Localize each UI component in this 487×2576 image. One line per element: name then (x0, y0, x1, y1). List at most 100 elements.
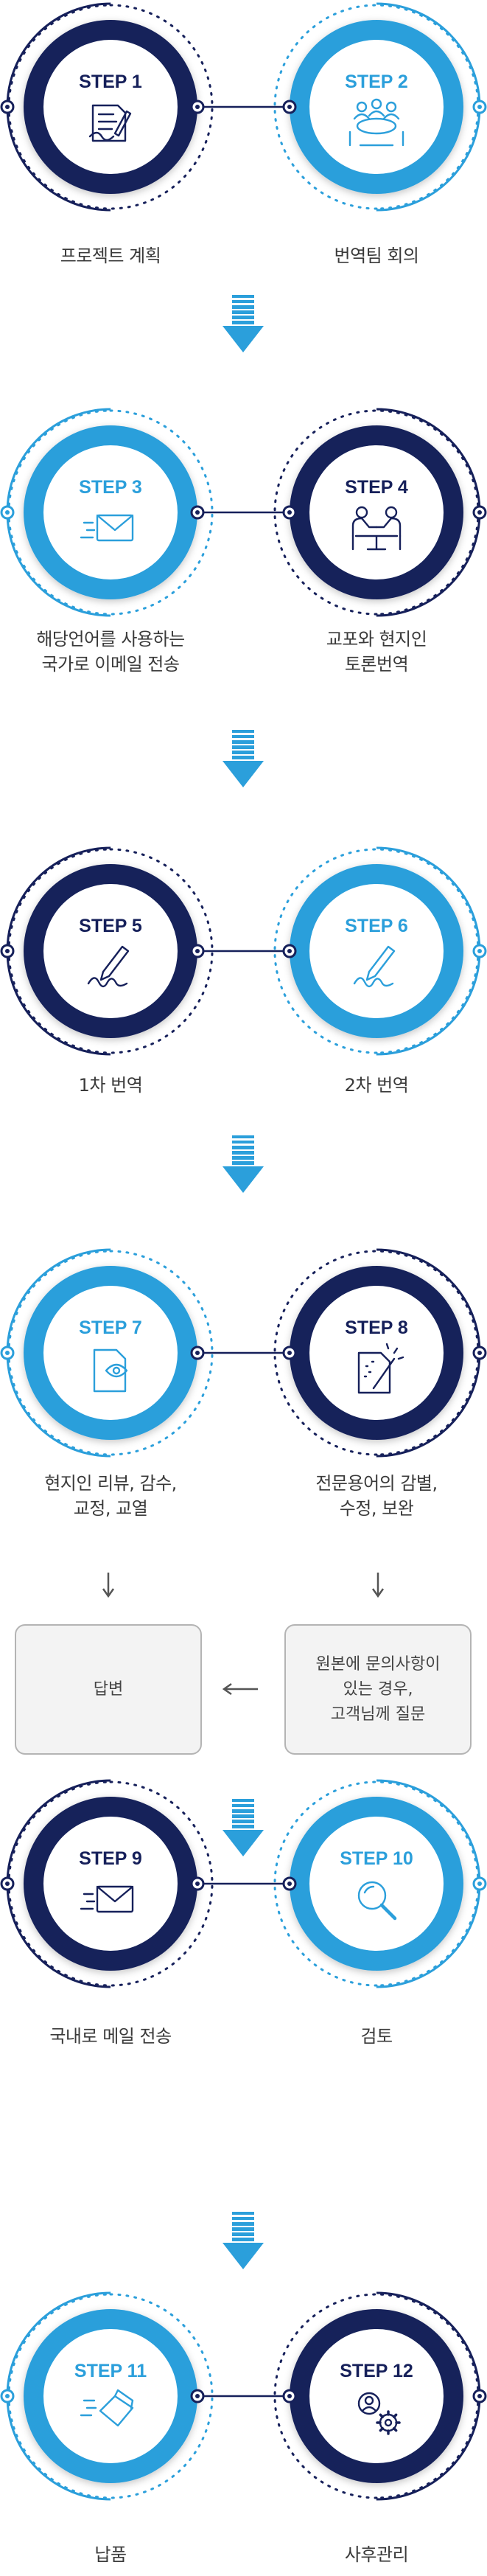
down-arrow-icon (223, 2212, 264, 2269)
step-label: STEP 10 (340, 1848, 413, 1869)
discussion-people-icon (351, 506, 402, 551)
step-6: STEP 6 (272, 846, 487, 1056)
step-inner (43, 445, 178, 579)
document-wand-icon (357, 1343, 404, 1394)
pen-sign-icon (87, 945, 130, 988)
caption-line: 교포와 현지인 (326, 629, 427, 650)
ring-node-dot (5, 105, 10, 109)
connector-node-dot (287, 510, 292, 515)
inquiry-line-2: 있는 경우, (343, 1679, 413, 1699)
step-inner (43, 1286, 178, 1420)
inquiry-box: 원본에 문의사항이 있는 경우, 고객님께 질문 (284, 1624, 472, 1755)
document-pen-icon (88, 104, 132, 142)
ring-node-dot (5, 1881, 10, 1886)
step-11: STEP 11 (0, 2291, 215, 2501)
caption-line: 납품 (94, 2544, 127, 2565)
step-7-caption: 현지인 리뷰, 감수,교정, 교열 (0, 1471, 221, 1521)
down-arrow-icon (223, 1799, 264, 1856)
ring-node-dot (477, 2394, 482, 2398)
pen-sign-icon (353, 945, 396, 988)
caption-line: 프로젝트 계획 (60, 246, 161, 266)
caption-line: 국내로 메일 전송 (49, 2026, 172, 2047)
step-label: STEP 2 (345, 72, 408, 92)
fast-box-icon (80, 2389, 134, 2427)
connector-node-dot (287, 1351, 292, 1355)
ring-node-dot (5, 510, 10, 515)
step-inner (309, 884, 444, 1018)
step-label: STEP 7 (79, 1317, 142, 1338)
caption-line: 검토 (360, 2026, 393, 2047)
step-4: STEP 4 (272, 408, 487, 617)
small-down-arrow-icon (371, 1573, 385, 1598)
ring-node-dot (5, 1351, 10, 1355)
step-label: STEP 4 (345, 477, 408, 498)
connector-node-dot (287, 105, 292, 109)
step-5: STEP 5 (0, 846, 215, 1056)
reply-box-text: 답변 (93, 1679, 124, 1699)
step-label: STEP 12 (340, 2361, 413, 2381)
caption-line: 해당언어를 사용하는 (36, 629, 185, 650)
step-10-caption: 검토 (266, 2024, 487, 2049)
step-1: STEP 1 (0, 2, 215, 212)
caption-line: 전문용어의 감별, (315, 1473, 438, 1494)
ring-node-dot (477, 510, 482, 515)
step-12: STEP 12 (272, 2291, 487, 2501)
step-10: STEP 10 (272, 1779, 487, 1988)
step-label: STEP 8 (345, 1317, 408, 1338)
step-2: STEP 2 (272, 2, 487, 212)
ring-node-dot (5, 2394, 10, 2398)
caption-line: 2차 번역 (344, 1075, 409, 1096)
step-7: STEP 7 (0, 1248, 215, 1458)
down-arrow-icon (223, 1135, 264, 1193)
inquiry-line-1: 원본에 문의사항이 (315, 1654, 441, 1674)
user-gear-icon (357, 2392, 401, 2435)
connector-node-dot (287, 2394, 292, 2398)
step-inner (309, 445, 444, 579)
step-11-caption: 납품 (0, 2542, 221, 2567)
step-inner (309, 40, 444, 174)
ring-node-dot (5, 949, 10, 953)
reply-box: 답변 (15, 1624, 202, 1755)
step-inner (43, 40, 178, 174)
caption-line: 1차 번역 (78, 1075, 143, 1096)
fast-mail-icon (80, 1885, 134, 1913)
step-label: STEP 1 (79, 72, 142, 92)
step-label: STEP 11 (74, 2361, 147, 2381)
step-2-caption: 번역팀 회의 (266, 243, 487, 268)
connector-node-dot (287, 1881, 292, 1886)
connector-node-dot (195, 2394, 200, 2398)
step-label: STEP 9 (79, 1848, 142, 1869)
step-label: STEP 5 (79, 916, 142, 936)
caption-line: 국가로 이메일 전송 (41, 654, 180, 675)
step-inner (43, 2329, 178, 2463)
step-inner (43, 884, 178, 1018)
inquiry-line-3: 고객님께 질문 (330, 1705, 426, 1724)
step-3: STEP 3 (0, 408, 215, 617)
caption-line: 교정, 교열 (73, 1498, 148, 1519)
step-8: STEP 8 (272, 1248, 487, 1458)
step-9: STEP 9 (0, 1779, 215, 1988)
small-down-arrow-icon (102, 1573, 115, 1598)
connector-node-dot (195, 949, 200, 953)
ring-node-dot (477, 1881, 482, 1886)
step-label: STEP 6 (345, 916, 408, 936)
connector-node-dot (195, 105, 200, 109)
magnifier-icon (357, 1881, 397, 1921)
caption-line: 수정, 보완 (339, 1498, 414, 1519)
ring-node-dot (477, 949, 482, 953)
small-left-arrow-icon (222, 1682, 258, 1696)
connector-node-dot (195, 510, 200, 515)
connector-node-dot (195, 1881, 200, 1886)
step-9-caption: 국내로 메일 전송 (0, 2024, 221, 2049)
caption-line: 번역팀 회의 (334, 246, 419, 266)
step-5-caption: 1차 번역 (0, 1073, 221, 1098)
ring-node-dot (477, 105, 482, 109)
step-inner (43, 1817, 178, 1951)
meeting-table-icon (348, 98, 404, 147)
step-12-caption: 사후관리 (266, 2542, 487, 2567)
connector-node-dot (287, 949, 292, 953)
down-arrow-icon (223, 295, 264, 352)
